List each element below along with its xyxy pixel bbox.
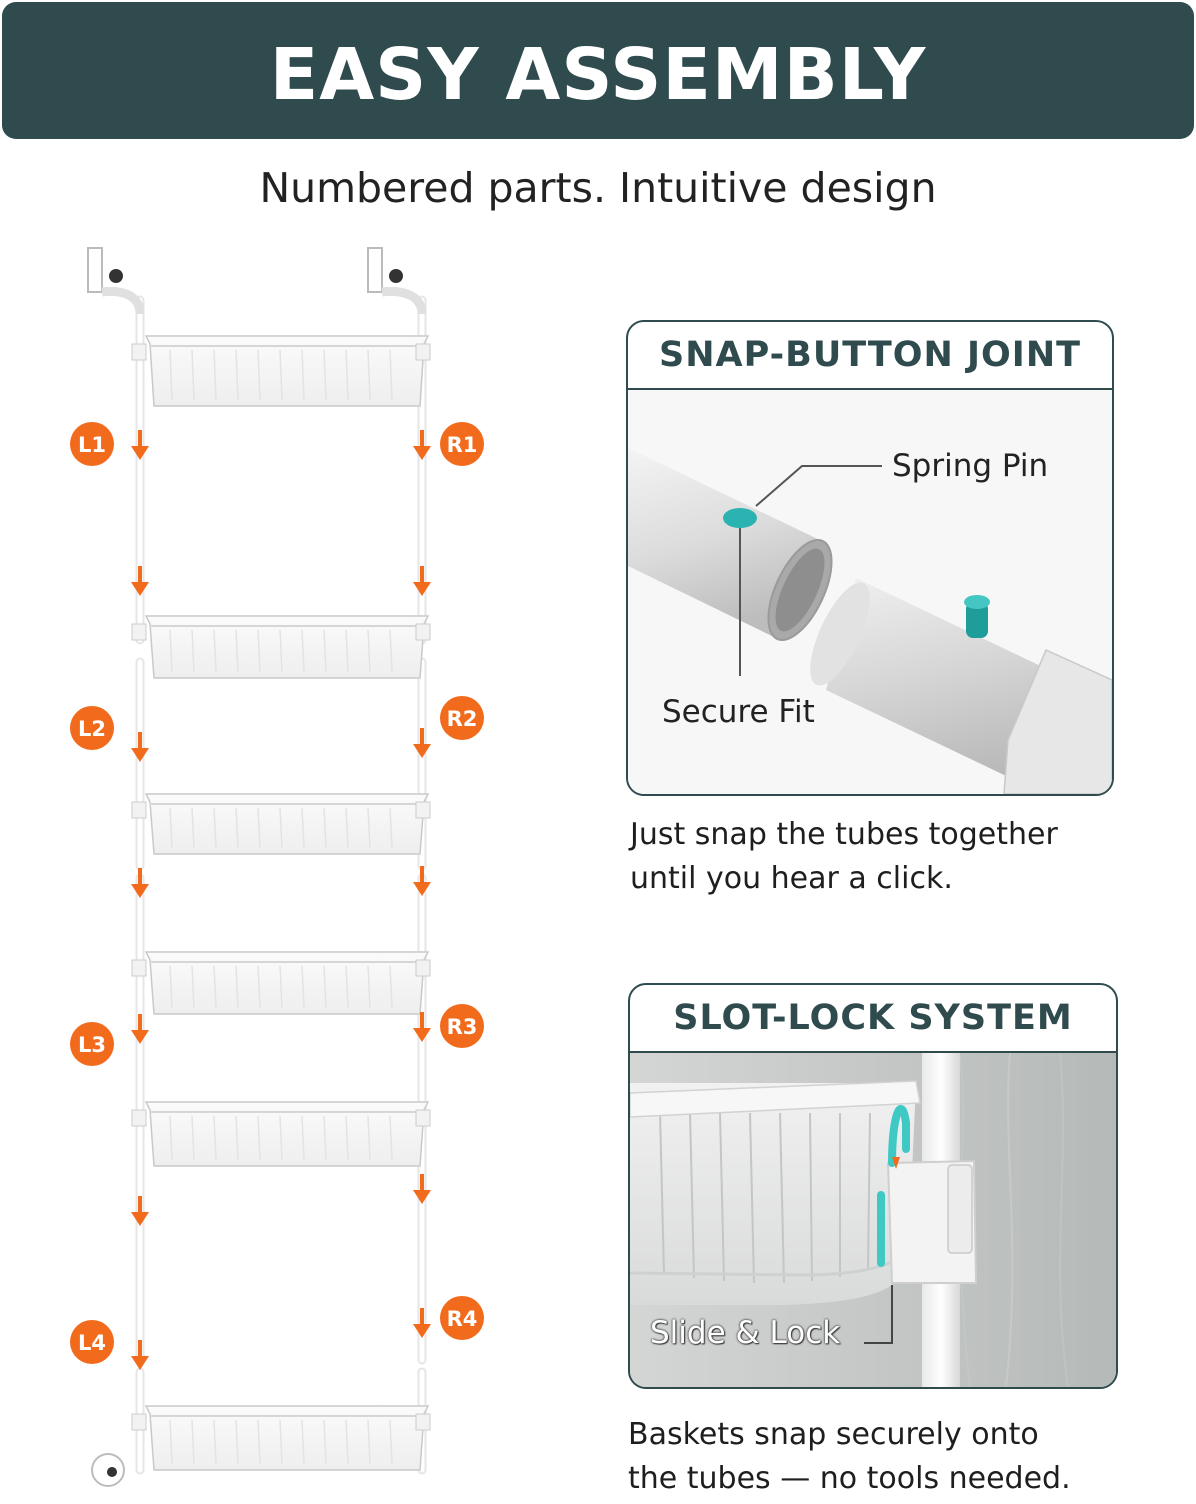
part-l3-badge [70,1022,114,1066]
basket [131,615,431,679]
slot-description-line-1: Baskets snap securely onto [628,1417,1039,1452]
part-l1-label: L1 [78,433,106,457]
left-arrow-icon-head [131,446,149,460]
left-basket-clip [131,343,147,361]
right-arrow-icon-head [413,1028,431,1042]
part-r3-badge [440,1004,484,1048]
right-arrow-icon-head [413,744,431,758]
page-subtitle: Numbered parts. Intuitive design [259,164,937,212]
slot-lock-card: SLOT-LOCK SYSTEM [628,983,1118,1389]
part-r2-label: R2 [447,707,478,731]
basket [131,1405,431,1471]
slide-path-icon [888,1105,910,1167]
spring-pin-icon [966,602,988,638]
left-basket-clip [131,959,147,977]
left-basket-clip [131,1413,147,1431]
part-r1-badge [440,422,484,466]
left-basket-clip [131,801,147,819]
left-door-hook-icon [87,247,103,293]
right-basket-clip [415,1413,431,1431]
left-arrow-icon-head [131,582,149,596]
left-arrow-icon-head [131,884,149,898]
slot-lock-illustration [630,1053,1116,1387]
spring-pin-callout: Spring Pin [892,448,1049,484]
part-r3-label: R3 [447,1015,478,1039]
part-r4-badge [440,1296,484,1340]
slide-lock-leader [864,1285,893,1344]
right-door-hook-icon [367,247,383,293]
slide-lock-callout: Slide & Lock [650,1315,841,1351]
part-l2-badge [70,706,114,750]
right-arrow-icon-head [413,582,431,596]
snap-description-line-2: until you hear a click. [630,861,953,896]
slot-description-line-2: the tubes — no tools needed. [628,1461,1071,1496]
banner-title: EASY ASSEMBLY [269,33,927,116]
left-basket-clip [131,623,147,641]
left-arrow-icon-head [131,1030,149,1044]
right-hook-screw-icon [389,269,403,283]
left-arrow-icon-head [131,1212,149,1226]
tube-sleeve [1003,648,1112,794]
slot-lock-card-title: SLOT-LOCK SYSTEM [630,985,1116,1053]
snap-button-description: Just snap the tubes together until you h… [630,813,1058,901]
snap-button-card-title: SNAP-BUTTON JOINT [628,322,1112,390]
snap-button-card: SNAP-BUTTON JOINT [626,320,1114,796]
right-basket-clip [415,801,431,819]
left-hook-screw-icon [109,269,123,283]
slide-arrow-icon [892,1157,900,1169]
left-basket-clip [131,1109,147,1127]
right-arrow-icon-head [413,446,431,460]
right-basket-clip [415,623,431,641]
left-arrow-icon-head [131,1356,149,1370]
header-banner: EASY ASSEMBLY [2,2,1194,139]
spring-pin-hole-icon [723,508,757,528]
right-basket-clip [415,1109,431,1127]
part-l3-label: L3 [78,1033,106,1057]
part-l4-badge [70,1320,114,1364]
secure-fit-callout: Secure Fit [662,694,815,730]
basket [131,1101,431,1167]
basket [131,951,431,1015]
part-l2-label: L2 [78,717,106,741]
part-r2-badge [440,696,484,740]
part-r1-label: R1 [447,433,478,457]
right-basket-clip [415,959,431,977]
snap-button-illustration [628,390,1112,794]
slot-lock-description: Baskets snap securely onto the tubes — n… [628,1413,1071,1501]
part-r4-label: R4 [447,1307,478,1331]
part-l1-badge [70,422,114,466]
right-basket-clip [415,343,431,361]
right-arrow-icon-head [413,1324,431,1338]
right-arrow-icon-head [413,1190,431,1204]
snap-description-line-1: Just snap the tubes together [630,817,1058,852]
part-l4-label: L4 [78,1331,106,1355]
clear-basket [630,1083,916,1305]
left-arrow-icon-head [131,748,149,762]
basket [131,335,431,407]
basket [131,793,431,855]
spring-pin-leader [755,465,882,507]
right-arrow-icon-head [413,882,431,896]
